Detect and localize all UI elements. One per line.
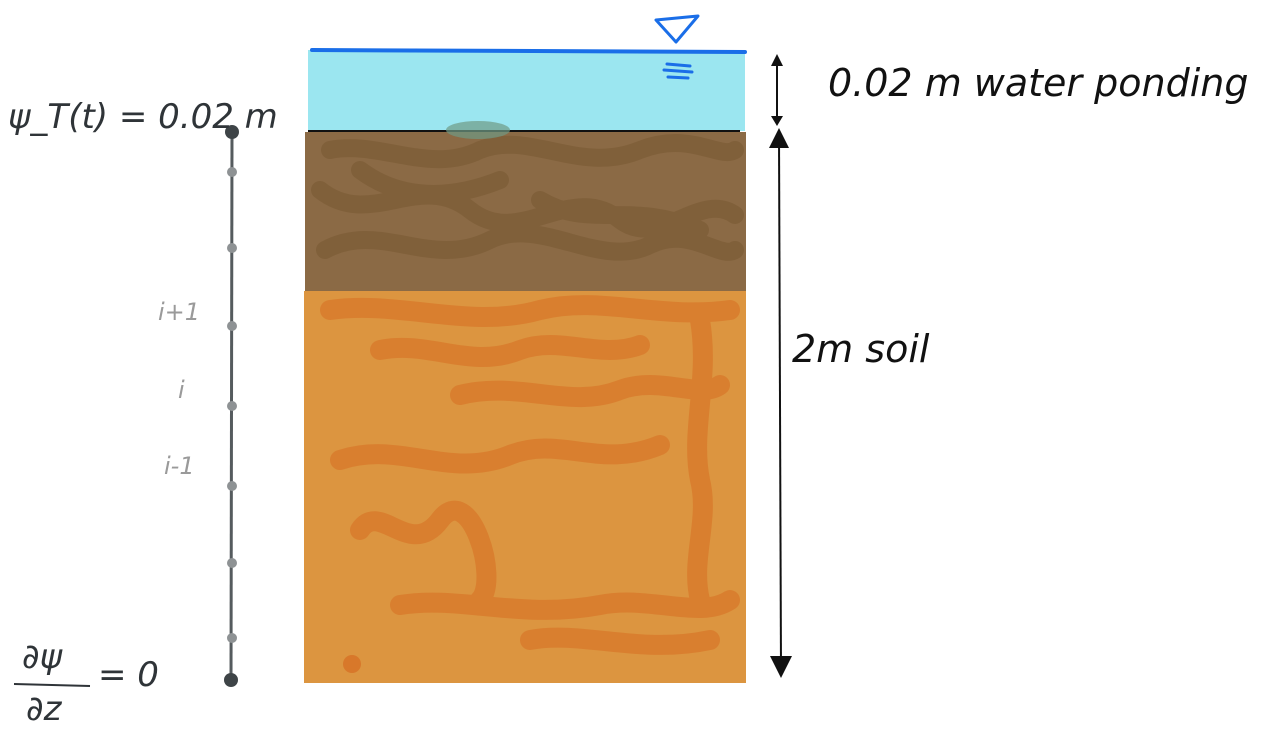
subsoil-pebble <box>343 655 361 673</box>
node-dot <box>227 243 237 253</box>
ponding-label: 0.02 m water ponding <box>828 61 1248 105</box>
node-dot <box>227 167 237 177</box>
ponding-arrowhead-bottom <box>771 116 783 126</box>
water-fill <box>308 50 745 131</box>
node-top <box>225 125 239 139</box>
dimension-arrows <box>769 54 792 678</box>
node-axis <box>224 125 239 687</box>
soil-arrowhead-top <box>769 128 789 148</box>
node-dot <box>227 558 237 568</box>
water-table-symbol <box>654 14 700 44</box>
node-dot <box>227 481 237 491</box>
topsoil-blob <box>446 121 510 139</box>
ponding-arrowhead-top <box>771 54 783 66</box>
water-ripple-marks <box>662 62 694 80</box>
topsoil-scribble <box>311 133 744 261</box>
topsoil-layer <box>305 121 746 291</box>
node-index-i-minus-1: i-1 <box>164 452 195 480</box>
soil-depth-label: 2m soil <box>792 327 930 371</box>
bottom-bc-denominator: ∂z <box>26 689 63 729</box>
bottom-bc-equals: = 0 <box>98 655 159 695</box>
node-dot <box>227 321 237 331</box>
bottom-boundary-condition: ∂ψ ∂z = 0 <box>13 637 159 729</box>
node-dot <box>227 633 237 643</box>
water-ponding-layer <box>308 14 747 132</box>
node-index-i: i <box>178 376 185 404</box>
subsoil-layer <box>304 291 746 683</box>
node-bottom <box>224 673 238 687</box>
soil-dimension-line <box>778 135 782 673</box>
subsoil-scribble <box>320 295 740 655</box>
bottom-bc-fraction-bar <box>13 683 91 687</box>
node-index-i-plus-1: i+1 <box>158 298 200 326</box>
top-boundary-condition-label: ψ_T(t) = 0.02 m <box>8 97 278 137</box>
soil-arrowhead-bottom <box>770 656 792 678</box>
water-surface-line <box>310 48 747 54</box>
bottom-bc-numerator: ∂ψ <box>22 637 63 677</box>
node-dot <box>227 401 237 411</box>
